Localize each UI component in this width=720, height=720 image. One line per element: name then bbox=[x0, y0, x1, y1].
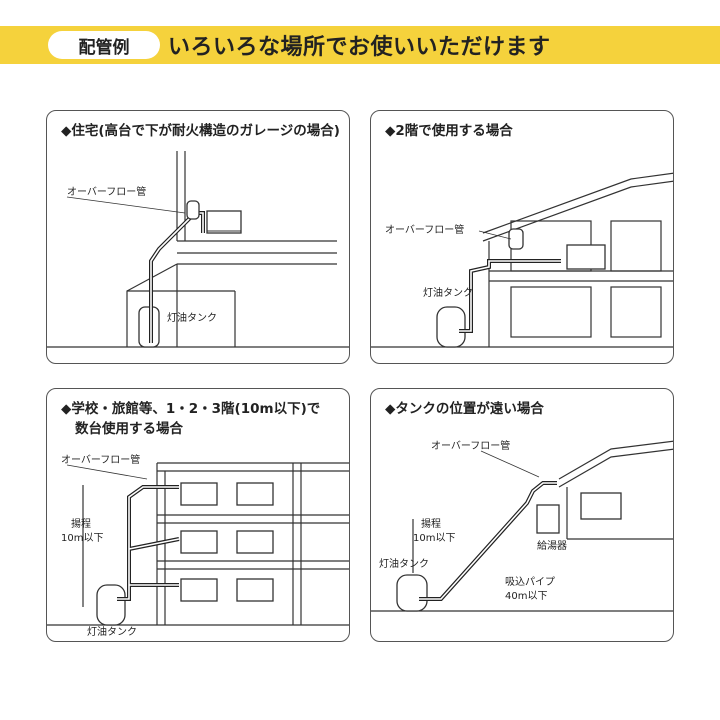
panel-title: ◆タンクの位置が遠い場合 bbox=[385, 401, 544, 417]
label-tank: 灯油タンク bbox=[423, 286, 473, 299]
diagram-multi-floor: オーバーフロー管 揚程 10m以下 灯油タンク bbox=[47, 453, 349, 638]
water-heater bbox=[566, 244, 606, 270]
label-tank: 灯油タンク bbox=[87, 625, 137, 638]
label-heater: 給湯器 bbox=[537, 539, 567, 552]
header-badge: 配管例 bbox=[48, 31, 160, 59]
water-heater bbox=[580, 492, 622, 520]
water-heater bbox=[180, 578, 218, 602]
panel-title: ◆2階で使用する場合 bbox=[385, 123, 513, 139]
label-overflow: オーバーフロー管 bbox=[385, 223, 464, 236]
label-overflow: オーバーフロー管 bbox=[61, 453, 140, 466]
panel-remote-tank: ◆タンクの位置が遠い場合 オーバーフロー管 揚程 10m以下 灯油タンク 給湯器… bbox=[370, 388, 674, 642]
label-pipe-limit: 40m以下 bbox=[505, 591, 547, 602]
diagram-house: オーバーフロー管 灯油タンク bbox=[47, 151, 349, 348]
diagram-second-floor: オーバーフロー管 灯油タンク bbox=[371, 172, 673, 348]
panel-title: ◆住宅(高台で下が耐火構造のガレージの場合) bbox=[61, 123, 340, 139]
label-overflow: オーバーフロー管 bbox=[67, 185, 146, 198]
diagram-remote-tank: オーバーフロー管 揚程 10m以下 灯油タンク 給湯器 吸込パイプ 40m以下 bbox=[371, 439, 673, 612]
water-heater bbox=[180, 482, 218, 506]
label-lift-limit: 10m以下 bbox=[413, 533, 455, 544]
panel-title-line2: 数台使用する場合 bbox=[75, 421, 183, 437]
water-heater bbox=[180, 530, 218, 554]
panel-second-floor: ◆2階で使用する場合 オーバーフロー管 灯油タンク bbox=[370, 110, 674, 364]
panel-title-line1: ◆学校・旅館等、1・2・3階(10m以下)で bbox=[61, 401, 321, 417]
water-heater bbox=[206, 210, 242, 234]
label-tank: 灯油タンク bbox=[379, 557, 429, 570]
label-lift: 揚程 bbox=[421, 517, 441, 530]
label-overflow: オーバーフロー管 bbox=[431, 439, 510, 452]
panel-title: ◆学校・旅館等、1・2・3階(10m以下)で 数台使用する場合 bbox=[61, 399, 320, 439]
water-heater bbox=[236, 482, 274, 506]
water-heater bbox=[236, 578, 274, 602]
label-tank: 灯油タンク bbox=[167, 311, 217, 324]
water-heater bbox=[236, 530, 274, 554]
panel-house: ◆住宅(高台で下が耐火構造のガレージの場合) オーバーフロー管 bbox=[46, 110, 350, 364]
panel-multi-floor: ◆学校・旅館等、1・2・3階(10m以下)で 数台使用する場合 bbox=[46, 388, 350, 642]
header-title: いろいろな場所でお使いいただけます bbox=[168, 35, 551, 60]
label-pipe: 吸込パイプ bbox=[505, 576, 555, 588]
label-lift: 揚程 bbox=[71, 517, 91, 530]
kerosene-tank bbox=[96, 584, 126, 626]
kerosene-tank bbox=[396, 574, 428, 612]
boiler-unit bbox=[536, 504, 560, 534]
kerosene-tank bbox=[436, 306, 466, 348]
label-lift-limit: 10m以下 bbox=[61, 533, 103, 544]
